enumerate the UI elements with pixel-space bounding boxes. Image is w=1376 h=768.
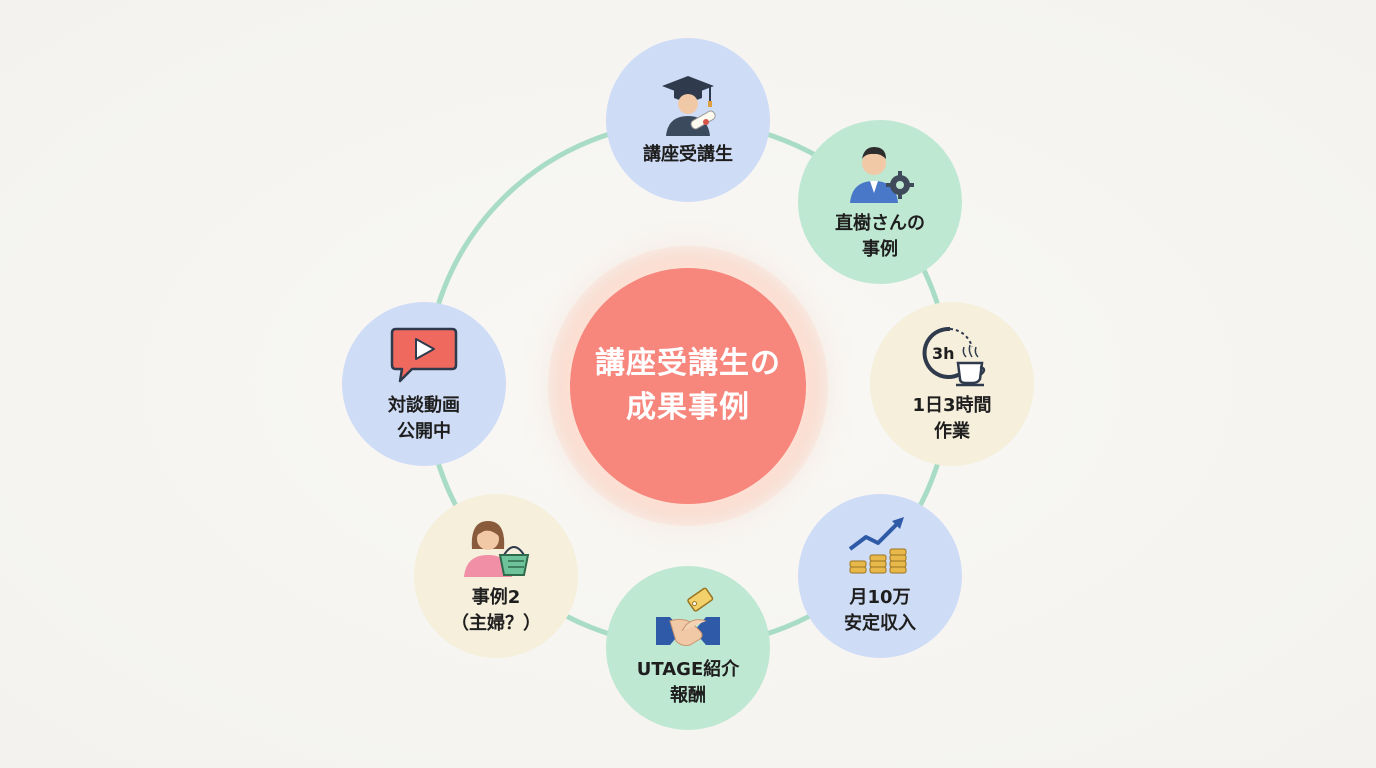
node-utage: UTAGE紹介 報酬 — [606, 566, 770, 730]
graduate-icon — [662, 76, 716, 136]
person-gear-icon — [850, 147, 914, 203]
clock-coffee-icon: 3h — [922, 326, 986, 387]
node-hours: 3h 1日3時間 作業 — [870, 302, 1034, 466]
video-play-icon — [390, 327, 458, 383]
woman-basket-icon — [464, 521, 530, 577]
node-label: 講座受講生 — [643, 144, 733, 165]
node-label: 1日3時間 作業 — [912, 395, 992, 442]
node-label: 対談動画 公開中 — [388, 395, 460, 442]
node-label: UTAGE紹介 報酬 — [636, 659, 740, 706]
handshake-tag-icon — [656, 587, 720, 646]
node-label: 直樹さんの 事例 — [835, 213, 925, 260]
center-title-line1: 講座受講生の — [595, 346, 781, 381]
center-title: 講座受講生の 成果事例 — [595, 342, 781, 430]
center-title-line2: 成果事例 — [626, 390, 750, 425]
coins-growth-icon — [848, 517, 907, 574]
clock-text: 3h — [932, 344, 955, 363]
node-case2: 事例2 （主婦？） — [414, 494, 578, 658]
node-income: 月10万 安定収入 — [798, 494, 962, 658]
node-video: 対談動画 公開中 — [342, 302, 506, 466]
center-circle: 講座受講生の 成果事例 — [570, 268, 806, 504]
node-graduate: 講座受講生 — [606, 38, 770, 202]
node-label: 事例2 （主婦？） — [451, 587, 541, 634]
node-label: 月10万 安定収入 — [844, 587, 916, 634]
node-naoki: 直樹さんの 事例 — [798, 120, 962, 284]
